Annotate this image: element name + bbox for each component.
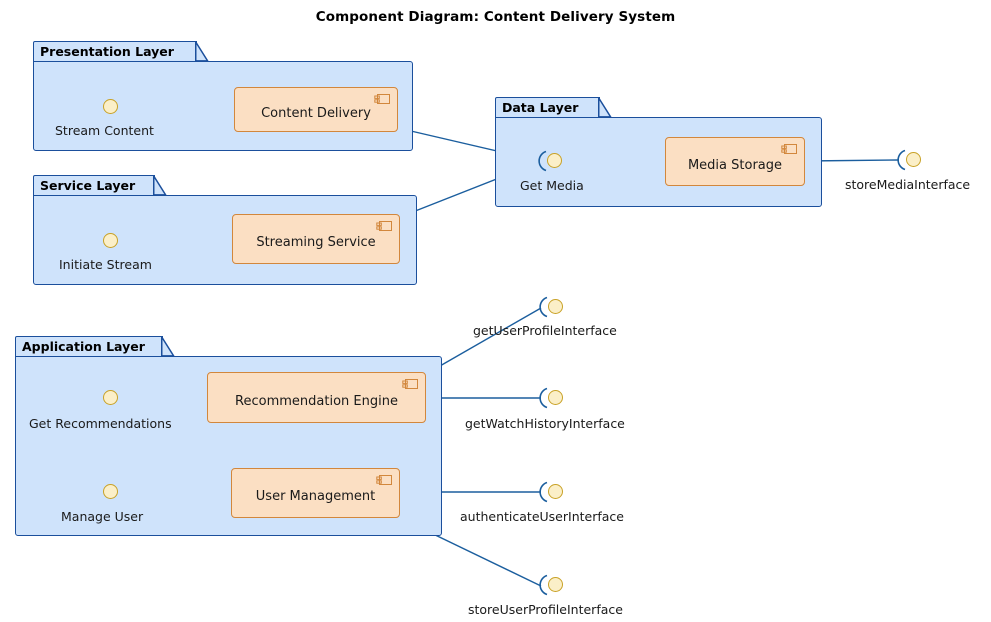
interface-ball-store-media-interface[interactable]: [906, 152, 921, 167]
interface-label-manage-user: Manage User: [61, 509, 144, 524]
component-label-streaming-service: Streaming Service: [256, 235, 376, 250]
interface-ball-initiate-stream[interactable]: [103, 233, 118, 248]
interface-ball-manage-user[interactable]: [103, 484, 118, 499]
interface-label-store-user-profile-interface: storeUserProfileInterface: [468, 602, 623, 617]
interface-label-store-media-interface: storeMediaInterface: [845, 177, 971, 192]
component-user-management[interactable]: User Management: [231, 468, 400, 518]
interface-ball-get-recommendations[interactable]: [103, 390, 118, 405]
component-label-content-delivery: Content Delivery: [261, 105, 371, 121]
interface-label-get-media: Get Media: [520, 178, 584, 193]
component-icon: [376, 475, 392, 485]
component-icon: [374, 94, 390, 104]
component-recommendation-engine[interactable]: Recommendation Engine: [207, 372, 426, 423]
component-icon: [781, 144, 797, 154]
package-title-presentation-layer: Presentation Layer: [40, 44, 174, 59]
interface-socket-authenticate-user-interface: [539, 481, 548, 503]
component-content-delivery[interactable]: Content Delivery: [234, 87, 398, 132]
interface-label-initiate-stream: Initiate Stream: [59, 257, 152, 272]
interface-label-get-recommendations: Get Recommendations: [29, 416, 172, 431]
package-tab-slant-presentation-layer: [195, 41, 210, 62]
package-tab-slant-application-layer: [161, 336, 176, 357]
interface-ball-stream-content[interactable]: [103, 99, 118, 114]
interface-ball-get-media[interactable]: [547, 153, 562, 168]
component-icon: [402, 379, 418, 389]
component-label-recommendation-engine: Recommendation Engine: [235, 393, 398, 409]
interface-ball-get-watch-history-interface[interactable]: [548, 390, 563, 405]
component-streaming-service[interactable]: Streaming Service: [232, 214, 400, 264]
interface-ball-authenticate-user-interface[interactable]: [548, 484, 563, 499]
package-title-application-layer: Application Layer: [22, 339, 145, 354]
interface-label-get-watch-history-interface: getWatchHistoryInterface: [465, 416, 625, 431]
interface-socket-store-media-interface: [897, 149, 906, 171]
interface-socket-get-watch-history-interface: [539, 387, 548, 409]
package-title-service-layer: Service Layer: [40, 178, 136, 193]
package-tab-slant-data-layer: [598, 97, 613, 118]
package-title-data-layer: Data Layer: [502, 100, 579, 115]
interface-label-authenticate-user-interface: authenticateUserInterface: [460, 509, 624, 524]
page-title: Component Diagram: Content Delivery Syst…: [315, 9, 676, 25]
component-icon: [376, 221, 392, 231]
interface-socket-store-user-profile-interface: [539, 574, 548, 596]
component-label-user-management: User Management: [255, 489, 376, 504]
package-data-layer[interactable]: Data Layer: [495, 97, 822, 207]
interface-ball-store-user-profile-interface[interactable]: [548, 577, 563, 592]
component-media-storage[interactable]: Media Storage: [665, 137, 805, 186]
component-label-media-storage: Media Storage: [687, 157, 783, 173]
interface-socket-get-user-profile-interface: [539, 296, 548, 318]
interface-label-get-user-profile-interface: getUserProfileInterface: [473, 323, 617, 338]
interface-ball-get-user-profile-interface[interactable]: [548, 299, 563, 314]
package-tab-slant-service-layer: [153, 175, 168, 196]
interface-label-stream-content: Stream Content: [55, 123, 154, 138]
interface-socket-get-media: [538, 150, 547, 172]
connector-recommendation-engine-to-get-user-profile: [425, 307, 542, 375]
